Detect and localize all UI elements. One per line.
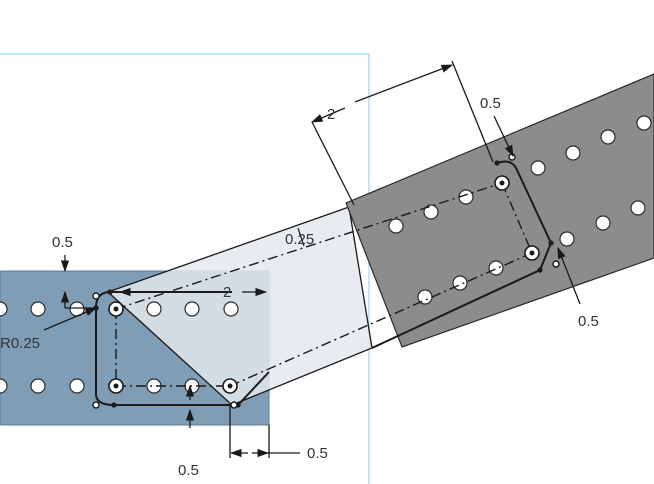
- dim-left-length-label: 2: [223, 284, 231, 301]
- dim-radius[interactable]: [43, 307, 98, 331]
- dim-center-offset[interactable]: [297, 227, 305, 247]
- dim-right-top-label: 0.5: [480, 95, 501, 112]
- hole-icon: [184, 301, 200, 317]
- open-circles: [92, 153, 560, 409]
- hole-icon: [600, 129, 616, 145]
- hole-icon: [388, 218, 404, 234]
- hole-icon: [452, 275, 468, 291]
- hole-icon: [223, 301, 239, 317]
- dim-left-vertical-label: 0.5: [52, 234, 73, 251]
- hole-icon: [565, 145, 581, 161]
- dim-right-length[interactable]: [310, 60, 494, 206]
- hole-centers: [108, 175, 540, 394]
- hole-icon: [0, 378, 8, 394]
- hole-icon: [488, 260, 504, 276]
- hole-icon: [30, 378, 46, 394]
- sketch-points: [93, 160, 554, 408]
- hole-icon: [530, 160, 546, 176]
- dim-bottom-horizontal-label: 0.5: [307, 445, 328, 462]
- hole-icon: [636, 115, 652, 131]
- dim-right-bottom-label: 0.5: [578, 313, 599, 330]
- dim-right-length-label: 2: [327, 106, 335, 123]
- right-slot-sketch[interactable]: [371, 160, 553, 349]
- dim-radius-label: R0.25: [0, 335, 40, 352]
- hole-icon: [423, 204, 439, 220]
- hole-icon: [559, 231, 575, 247]
- hole-icon: [630, 200, 646, 216]
- hole-icon: [0, 301, 8, 317]
- construction-lines: [115, 182, 533, 387]
- hole-icon: [595, 215, 611, 231]
- dim-right-bottom[interactable]: [557, 246, 581, 305]
- grey-plate-holes: [388, 115, 652, 305]
- dim-bottom-vertical-label: 0.5: [178, 462, 199, 479]
- grey-plate[interactable]: [345, 73, 654, 348]
- dim-center-offset-label: 0.25: [285, 231, 314, 248]
- dim-right-top[interactable]: [493, 115, 514, 158]
- dim-bottom-horizontal[interactable]: [229, 405, 300, 458]
- hole-icon: [146, 301, 162, 317]
- hole-icon: [30, 301, 46, 317]
- hole-icon: [69, 378, 85, 394]
